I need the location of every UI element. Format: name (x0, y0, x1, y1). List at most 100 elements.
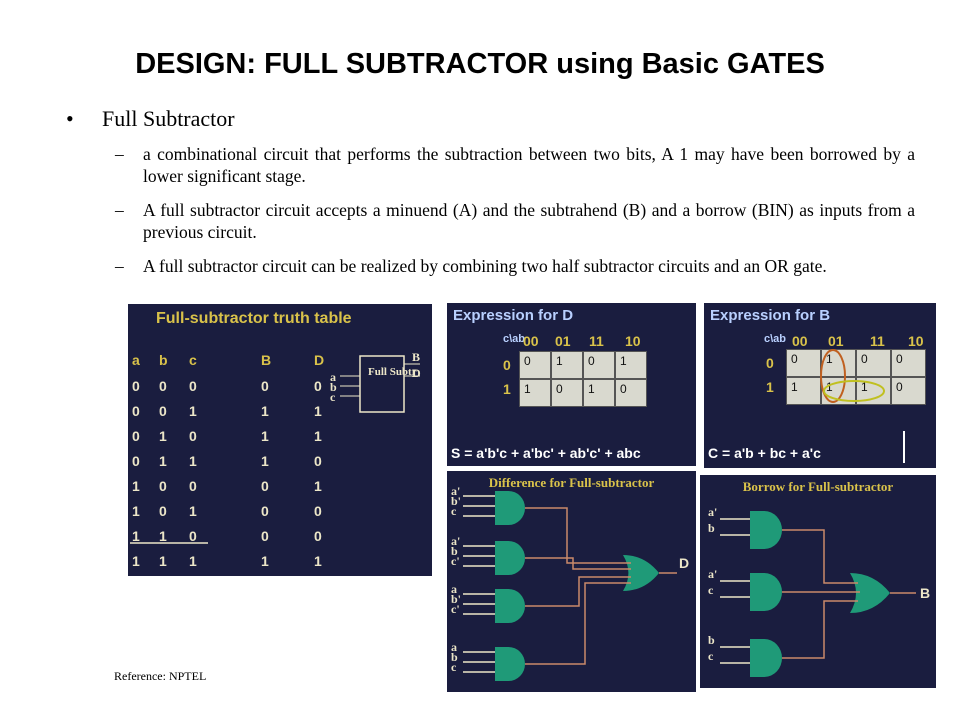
gate-input-label: a (451, 582, 457, 596)
tt-header-b: b (159, 352, 168, 368)
kmap-cell: 1 (856, 377, 891, 405)
gate-input-label: c (708, 649, 714, 663)
difference-gate-diagram (463, 491, 677, 681)
subpoint-2: –A full subtractor circuit accepts a min… (115, 199, 915, 243)
subpoint-3: –A full subtractor circuit can be realiz… (115, 255, 900, 277)
block-input-b: b (330, 380, 337, 394)
bullet-dot: • (66, 106, 74, 131)
dash: – (115, 200, 124, 220)
gate-input-label: b' (451, 592, 462, 606)
truth-table-cell: 1 (314, 553, 322, 569)
truth-table-cell: 1 (314, 478, 322, 494)
truth-table-cell: 1 (261, 553, 269, 569)
tt-header-a: a (132, 352, 140, 368)
borrow-gate-diagram (720, 511, 916, 677)
truth-table-cell: 0 (132, 403, 140, 419)
difference-output-label: D (679, 555, 690, 571)
kmap-d-corner: c\ab (503, 333, 526, 345)
kmap-b-row: 1 (766, 379, 774, 395)
gate-input-label: a' (708, 567, 718, 581)
kmap-cell: 0 (583, 351, 615, 379)
truth-table-cell: 0 (189, 528, 197, 544)
subpoint-text: a combinational circuit that performs th… (143, 144, 915, 186)
kmap-d-col: 01 (555, 333, 571, 349)
gate-input-label: b (708, 521, 715, 535)
gate-input-label: b (451, 650, 458, 664)
kmap-d-col: 11 (589, 333, 604, 349)
truth-table-cell: 0 (159, 403, 167, 419)
kmap-cell: 0 (786, 349, 821, 377)
truth-table-cell: 0 (261, 528, 269, 544)
truth-table-cell: 1 (189, 403, 197, 419)
and-gate (495, 589, 525, 623)
kmap-d-col: 00 (523, 333, 539, 349)
kmap-b-col: 10 (908, 333, 924, 349)
gate-input-label: c (451, 660, 457, 674)
kmap-cell: 0 (891, 377, 926, 405)
truth-table-cell: 0 (159, 503, 167, 519)
block-label: Full Subtr (368, 366, 417, 378)
and-gate (495, 491, 525, 525)
truth-table-cell: 0 (189, 478, 197, 494)
kmap-cell: 0 (519, 351, 551, 379)
or-gate (850, 573, 890, 613)
truth-table-cell: 0 (189, 428, 197, 444)
kmap-b-col: 11 (870, 333, 885, 349)
truth-table-cell: 0 (261, 478, 269, 494)
kmap-cell: 0 (551, 379, 583, 407)
truth-table-cell: 1 (159, 453, 167, 469)
tt-header-c: c (189, 352, 197, 368)
subpoint-text: A full subtractor circuit can be realize… (143, 256, 827, 276)
bullet-full-subtractor: •Full Subtractor (66, 106, 235, 132)
truth-table-cell: 1 (261, 428, 269, 444)
kmap-d-row: 0 (503, 357, 511, 373)
truth-table-cell: 0 (314, 378, 322, 394)
tt-header-B: B (261, 352, 272, 368)
block-output-B: B (412, 350, 421, 364)
gate-input-label: a (451, 640, 457, 654)
truth-table-cell: 1 (132, 553, 140, 569)
slide-title: DESIGN: FULL SUBTRACTOR using Basic GATE… (135, 48, 825, 80)
kmap-cell: 0 (615, 379, 647, 407)
truth-table-cell: 0 (314, 503, 322, 519)
kmap-cell: 1 (615, 351, 647, 379)
truth-table-cell: 1 (189, 503, 197, 519)
kmap-cell: 0 (856, 349, 891, 377)
kmap-d-panel: Expression for D c\ab 00 01 11 10 0 1 0 … (447, 303, 696, 466)
truth-table-cell: 1 (132, 478, 140, 494)
gate-input-label: b (708, 633, 715, 647)
kmap-cell: 1 (551, 351, 583, 379)
wire (525, 507, 631, 564)
kmap-b-title: Expression for B (710, 307, 831, 324)
truth-table-cell: 1 (132, 528, 140, 544)
kmap-b-groupings (820, 349, 905, 463)
kmap-b-expression: C = a'b + bc + a'c (708, 445, 821, 461)
kmap-cell: 1 (786, 377, 821, 405)
gate-input-label: c' (451, 602, 460, 616)
dash: – (115, 144, 124, 164)
gate-input-label: b (451, 544, 458, 558)
kmap-b-col: 00 (792, 333, 808, 349)
truth-table-cell: 0 (314, 528, 322, 544)
difference-circuit-title: Difference for Full-subtractor (488, 475, 655, 490)
wire (525, 582, 631, 665)
truth-table-cell: 0 (159, 378, 167, 394)
reference-note: Reference: NPTEL (114, 669, 207, 683)
kmap-cell: 1 (519, 379, 551, 407)
block-input-a: a (330, 370, 336, 384)
gate-input-label: c (451, 504, 457, 518)
kmap-b-corner: c\ab (764, 333, 787, 345)
kmap-cell: 1 (821, 377, 856, 405)
truth-table-cell: 1 (159, 528, 167, 544)
kmap-d-title: Expression for D (453, 307, 574, 324)
gate-input-label: c (708, 583, 714, 597)
wire (782, 600, 858, 659)
kmap-b-col: 01 (828, 333, 844, 349)
wire (782, 529, 858, 584)
subpoint-text: A full subtractor circuit accepts a minu… (143, 200, 915, 242)
truth-table-sketch (130, 355, 420, 544)
gate-input-label: b' (451, 494, 462, 508)
